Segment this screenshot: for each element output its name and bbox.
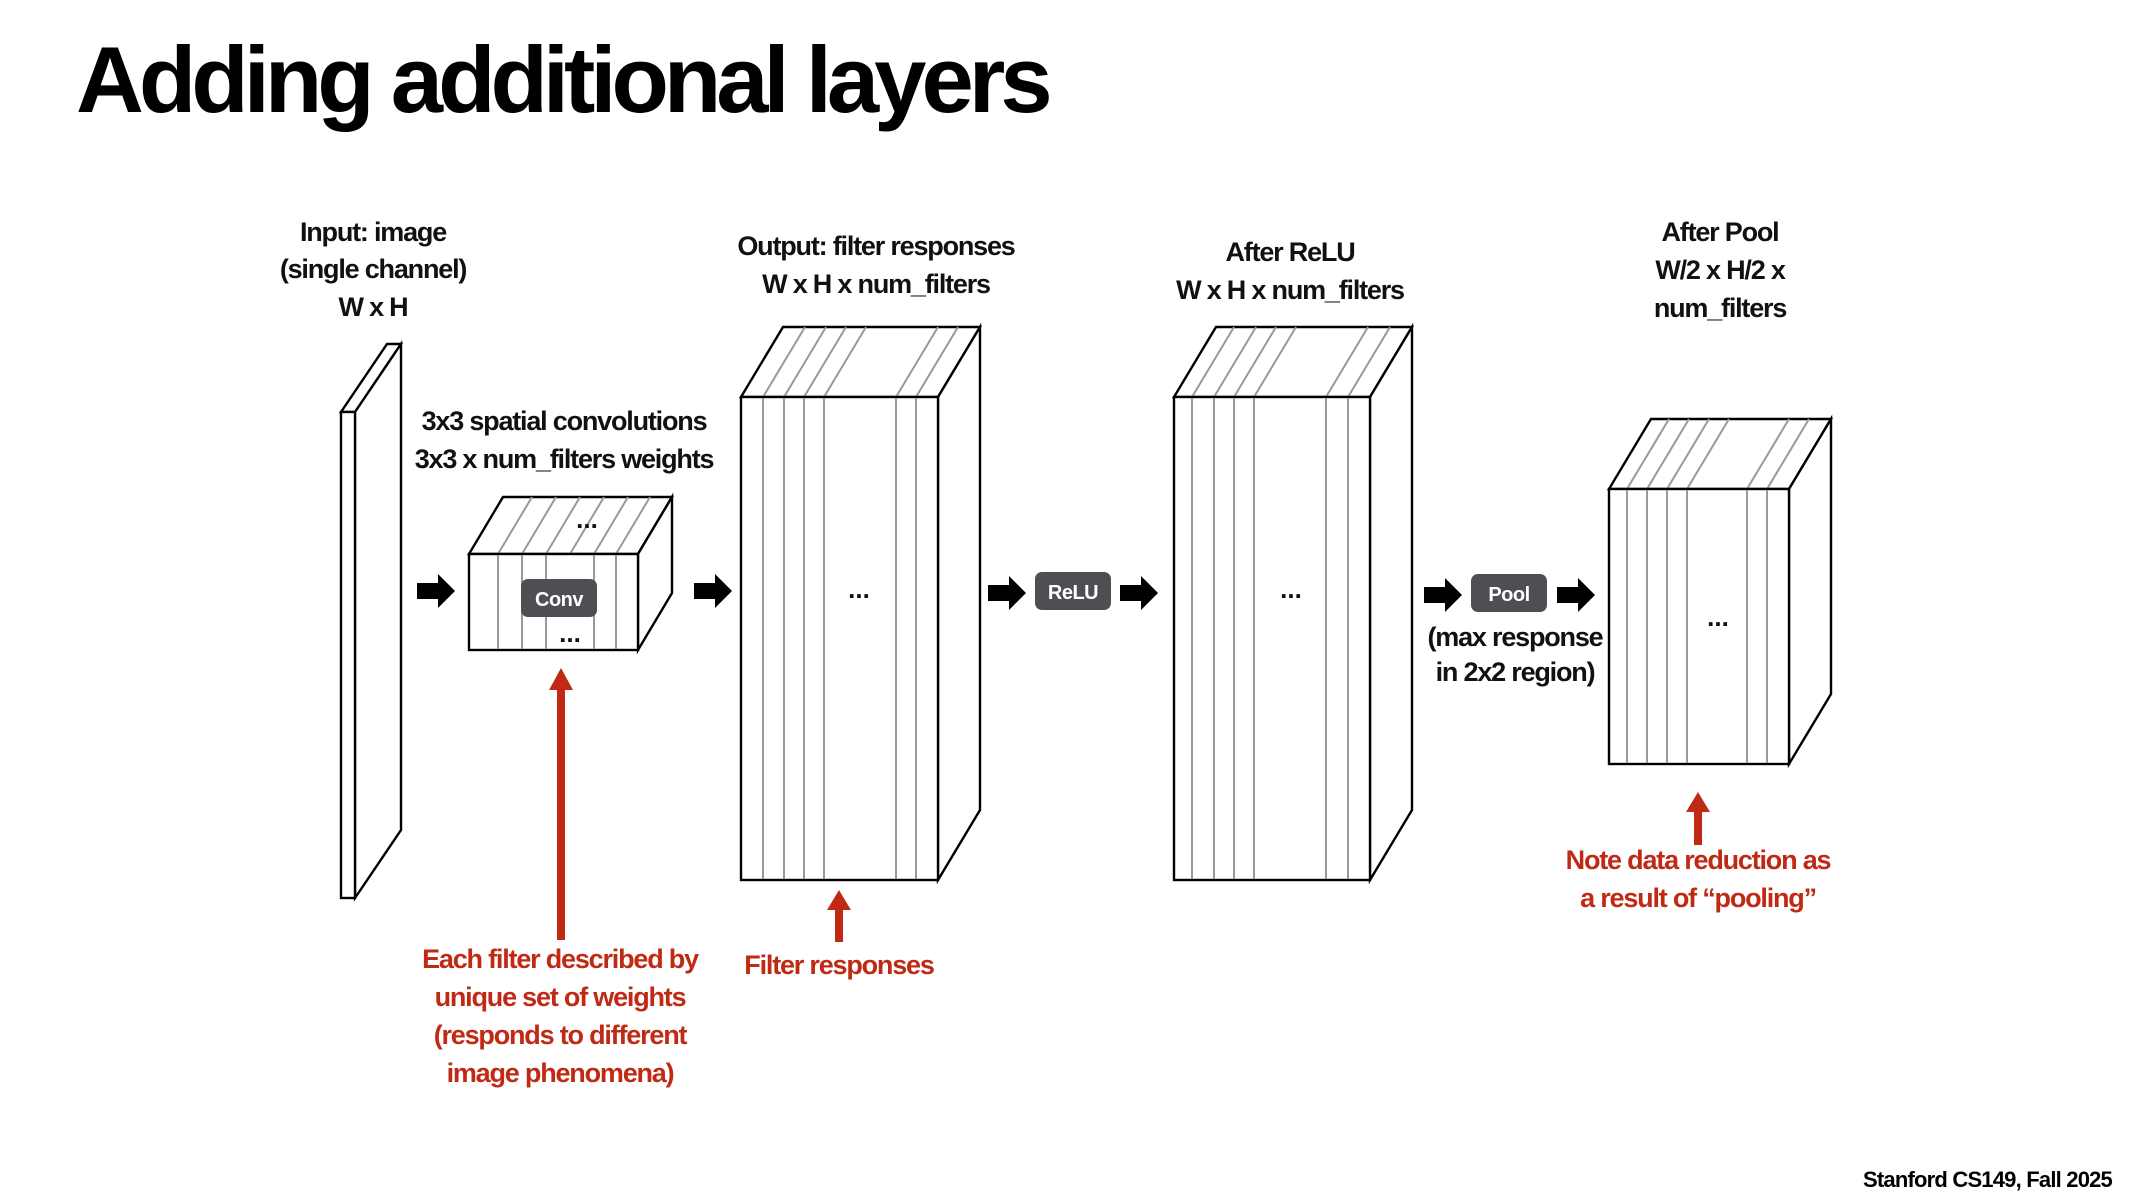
arrow-relu-to-relu-output	[1120, 576, 1158, 610]
relu-op-label: ReLU	[1048, 582, 1098, 604]
input-label-line: (single channel)	[280, 254, 467, 284]
filter-responses-arrow	[827, 890, 851, 942]
relu-output-block: ...	[1171, 322, 1415, 885]
pool-output-label: After Pool W/2 x H/2 x num_filters	[1654, 217, 1788, 323]
relu-output-label-line: After ReLU	[1225, 237, 1354, 267]
input-image-side-face	[353, 340, 403, 902]
pool-output-top-stripes	[1626, 418, 1810, 490]
conv-filter-block: ... Conv ...	[466, 492, 675, 655]
relu-output-front-face	[1172, 395, 1372, 882]
relu-output-label: After ReLU W x H x num_filters	[1176, 237, 1405, 305]
pool-op-label: Pool	[1488, 584, 1529, 606]
output-label: Output: filter responses W x H x num_fil…	[737, 231, 1016, 299]
filter-weights-note-line: unique set of weights	[435, 982, 686, 1012]
filter-responses-block: ...	[738, 322, 983, 885]
relu-output-label-line: W x H x num_filters	[1176, 275, 1404, 305]
pool-output-front-stripes	[1626, 490, 1768, 763]
input-label-line: W x H	[338, 292, 407, 322]
slide-title: Adding additional layers	[76, 27, 1049, 132]
output-ellipsis: ...	[848, 574, 870, 604]
input-label-line: Input: image	[300, 217, 447, 247]
relu-op-pill	[1035, 572, 1111, 610]
pool-note: (max response in 2x2 region)	[1428, 622, 1605, 687]
pool-note-line: (max response	[1428, 622, 1604, 652]
pool-output-ellipsis: ...	[1707, 602, 1729, 632]
pool-op-pill	[1471, 574, 1547, 612]
data-reduction-note-line: Note data reduction as	[1566, 845, 1831, 875]
arrow-input-to-conv	[417, 574, 455, 608]
conv-op-pill	[521, 579, 597, 617]
pool-note-line: in 2x2 region)	[1436, 657, 1595, 687]
course-footer: Stanford CS149, Fall 2025	[1863, 1167, 2113, 1192]
output-label-line: Output: filter responses	[737, 231, 1014, 261]
output-front-face	[739, 395, 940, 882]
relu-output-ellipsis: ...	[1280, 574, 1302, 604]
relu-output-top-stripes	[1191, 326, 1391, 398]
output-side-face	[936, 322, 982, 885]
arrow-output-to-relu	[988, 576, 1026, 610]
input-label: Input: image (single channel) W x H	[280, 217, 468, 322]
conv-top-stripes	[497, 496, 651, 555]
output-label-line: W x H x num_filters	[762, 269, 990, 299]
arrow-relu-output-to-pool	[1424, 578, 1462, 612]
arrow-pool-to-pool-output	[1557, 578, 1595, 612]
filter-weights-arrow	[549, 668, 573, 940]
conv-op-label: Conv	[535, 589, 584, 611]
conv-top-ellipsis: ...	[576, 504, 598, 534]
data-reduction-note-line: a result of “pooling”	[1580, 883, 1816, 913]
output-top-stripes	[762, 326, 959, 398]
pool-output-label-line: After Pool	[1661, 217, 1778, 247]
filter-weights-note-line: Each filter described by	[422, 944, 699, 974]
data-reduction-arrow	[1686, 792, 1710, 845]
filter-weights-note-line: (responds to different	[434, 1020, 688, 1050]
conv-label-line: 3x3 spatial convolutions	[422, 406, 707, 436]
conv-front-ellipsis: ...	[559, 618, 581, 648]
pool-output-label-line: num_filters	[1654, 293, 1787, 323]
pool-output-label-line: W/2 x H/2 x	[1655, 255, 1786, 285]
filter-weights-annotation: Each filter described by unique set of w…	[422, 668, 700, 1088]
filter-responses-note: Filter responses	[744, 950, 934, 980]
conv-top-face	[466, 495, 675, 556]
relu-output-front-stripes	[1191, 398, 1349, 879]
input-image-front-face	[339, 410, 357, 900]
input-image-block	[338, 340, 404, 902]
filter-responses-annotation: Filter responses	[744, 890, 935, 980]
arrow-conv-to-output	[694, 574, 732, 608]
conv-label-line: 3x3 x num_filters weights	[415, 444, 714, 474]
relu-output-side-face	[1368, 322, 1414, 885]
filter-weights-note-line: image phenomena)	[447, 1058, 674, 1088]
output-front-stripes	[762, 398, 917, 879]
pool-output-front-face	[1607, 487, 1791, 766]
pool-output-block: ...	[1606, 414, 1834, 769]
conv-label: 3x3 spatial convolutions 3x3 x num_filte…	[415, 406, 715, 474]
data-reduction-annotation: Note data reduction as a result of “pool…	[1566, 792, 1832, 913]
